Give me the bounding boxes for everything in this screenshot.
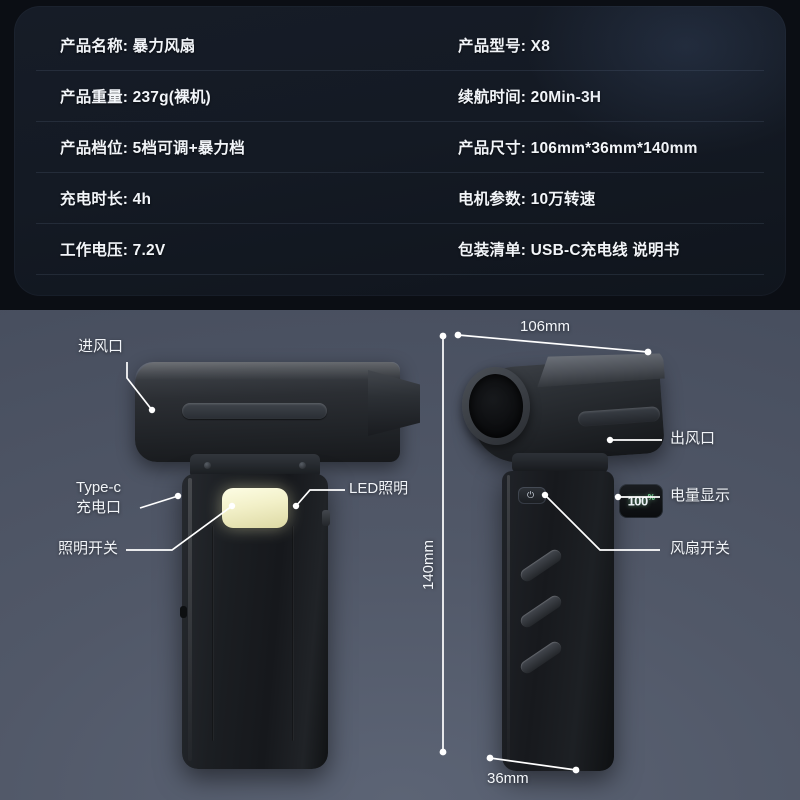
led-light-panel [222,488,288,528]
product-angled-view: ⏻ 100% [450,345,750,800]
callout-type-c-line1: Type-c [76,479,122,496]
handle-body: ⏻ 100% [502,471,663,771]
air-outlet-hole [466,372,526,440]
grip-ridge [518,639,564,676]
light-switch-button[interactable] [322,510,330,526]
spec-cell-weight: 产品重量: 237g(裸机) [60,89,211,106]
handle-groove [292,526,294,741]
spec-cell-voltage: 工作电压: 7.2V [60,242,166,259]
product-illustration-area: ⏻ 100% [0,300,800,800]
power-icon: ⏻ [527,490,535,500]
grip-ridge [518,593,564,630]
type-c-port [180,606,187,618]
handle-groove [212,526,214,741]
fan-barrel-tip [368,370,420,436]
barrel-vent-slot [182,403,327,419]
table-row: 产品名称: 暴力风扇 产品型号: X8 [36,20,764,71]
spec-table: 产品名称: 暴力风扇 产品型号: X8 产品重量: 237g(裸机) 续航时间:… [14,20,786,275]
dimension-width: 36mm [487,770,529,787]
fan-switch-button[interactable]: ⏻ [518,487,546,504]
spec-cell-gears: 产品档位: 5档可调+暴力档 [60,140,245,157]
callout-type-c: Type-c 充电口 [76,478,121,517]
callout-light-switch: 照明开关 [58,540,119,557]
spec-table-card: 产品名称: 暴力风扇 产品型号: X8 产品重量: 237g(裸机) 续航时间:… [14,6,786,296]
spec-cell-name: 产品名称: 暴力风扇 [60,38,196,55]
spec-cell-charge-time: 充电时长: 4h [60,191,152,208]
handle-neck [190,454,320,476]
callout-type-c-line2: 充电口 [76,498,122,516]
callout-air-outlet: 出风口 [670,430,716,447]
callout-air-inlet: 进风口 [78,338,124,355]
screw-icon [299,462,306,469]
product-side-view [120,350,420,800]
table-row: 产品档位: 5档可调+暴力档 产品尺寸: 106mm*36mm*140mm [36,122,764,173]
callout-fan-switch: 风扇开关 [670,540,731,557]
handle-body [180,474,330,769]
spec-cell-size: 产品尺寸: 106mm*36mm*140mm [458,140,698,157]
spec-cell-battery-life: 续航时间: 20Min-3H [458,89,602,106]
spec-cell-package: 包装清单: USB-C充电线 说明书 [458,242,680,259]
screw-icon [204,462,211,469]
dimension-height: 140mm [420,539,437,590]
dimension-length: 106mm [520,318,571,335]
callout-battery-display: 电量显示 [670,487,731,504]
grip-ridge [518,547,564,584]
table-row: 工作电压: 7.2V 包装清单: USB-C充电线 说明书 [36,224,764,275]
callout-led-light: LED照明 [349,480,409,497]
battery-display-screen: 100% [619,484,663,518]
handle-neck [512,453,608,473]
table-row: 产品重量: 237g(裸机) 续航时间: 20Min-3H [36,71,764,122]
table-row: 充电时长: 4h 电机参数: 10万转速 [36,173,764,224]
battery-percent-value: 100% [627,493,655,509]
spec-cell-motor: 电机参数: 10万转速 [458,191,596,208]
spec-cell-model: 产品型号: X8 [458,38,551,55]
